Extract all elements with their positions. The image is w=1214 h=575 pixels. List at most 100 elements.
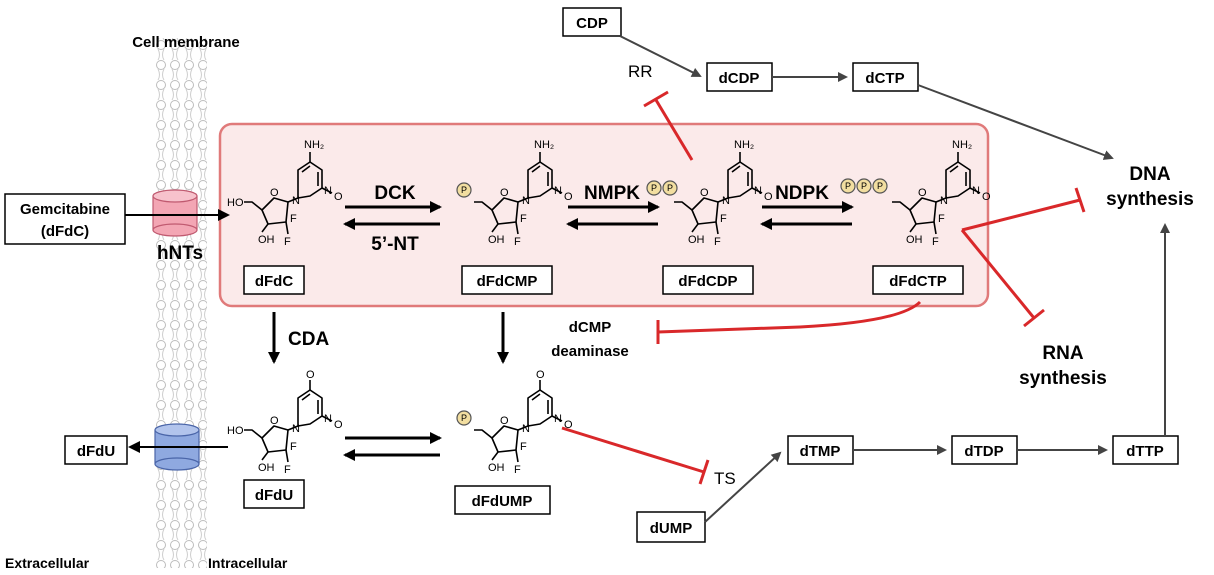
dfdu-outside-box — [64, 435, 128, 465]
dcdp-label: dCDP — [719, 70, 760, 87]
svg-text:O: O — [982, 191, 991, 203]
svg-text:HO: HO — [227, 425, 244, 437]
svg-text:P: P — [845, 181, 851, 191]
dttp-box — [1112, 435, 1179, 465]
gemcitabine-box — [4, 193, 126, 245]
dcmp-deaminase-inhibition — [656, 300, 922, 344]
svg-text:O: O — [564, 419, 573, 431]
dump-box — [636, 511, 706, 543]
svg-text:F: F — [514, 464, 521, 476]
dna-synthesis-inhibition — [961, 187, 1086, 232]
svg-text:O: O — [500, 415, 509, 427]
dfdu-outside-label: dFdU — [77, 443, 115, 460]
svg-text:N: N — [324, 413, 332, 425]
dfdctp-label: dFdCTP — [889, 273, 947, 290]
nt5-label: 5’-NT — [371, 234, 419, 255]
dttp-label: dTTP — [1126, 443, 1164, 460]
svg-text:P: P — [651, 183, 657, 193]
cdp-to-dcdp-arrow — [619, 35, 702, 77]
dctp-box — [852, 62, 919, 92]
intracellular-label: Intracellular — [208, 555, 288, 571]
dfdcmp-box — [461, 265, 553, 295]
svg-text:N: N — [972, 185, 980, 197]
cdp-label: CDP — [576, 15, 608, 32]
dump-label: dUMP — [650, 520, 693, 537]
svg-text:OH: OH — [488, 234, 505, 246]
dfdc-label: dFdC — [255, 273, 293, 290]
svg-text:N: N — [522, 423, 530, 435]
dfdc-box — [243, 265, 305, 295]
dfdu-structure: HO O OH F F N N O O — [227, 369, 343, 476]
svg-text:P: P — [461, 185, 467, 195]
svg-text:N: N — [554, 185, 562, 197]
dfdctp-structure: P P P O OH F F N N O NH₂ — [840, 139, 991, 248]
svg-text:N: N — [940, 195, 948, 207]
svg-text:P: P — [877, 181, 883, 191]
svg-text:O: O — [918, 187, 927, 199]
transporter-label: hNTs — [157, 243, 203, 264]
svg-text:F: F — [520, 441, 527, 453]
svg-text:N: N — [324, 185, 332, 197]
svg-text:O: O — [700, 187, 709, 199]
svg-text:O: O — [764, 191, 773, 203]
dck-label: DCK — [374, 183, 415, 204]
dctp-label: dCTP — [865, 70, 904, 87]
dna-synthesis-label-2: synthesis — [1106, 189, 1194, 210]
dctp-to-dna-arrow — [917, 84, 1114, 160]
svg-text:F: F — [720, 213, 727, 225]
gemcitabine-abbrev: (dFdC) — [41, 223, 89, 240]
svg-text:N: N — [754, 185, 762, 197]
svg-text:F: F — [284, 464, 291, 476]
svg-text:NH₂: NH₂ — [304, 139, 324, 151]
dtmp-label: dTMP — [800, 443, 841, 460]
cell-membrane-label: Cell membrane — [132, 34, 240, 51]
svg-text:OH: OH — [906, 234, 923, 246]
svg-text:O: O — [536, 369, 545, 381]
dna-synthesis-label-1: DNA — [1129, 164, 1170, 185]
dfdctp-box — [872, 265, 964, 295]
svg-text:N: N — [292, 423, 300, 435]
cdp-box — [562, 7, 622, 37]
svg-text:F: F — [938, 213, 945, 225]
dfdcdp-box — [662, 265, 754, 295]
dump-to-dtmp-arrow — [704, 451, 782, 523]
svg-text:F: F — [290, 213, 297, 225]
svg-text:HO: HO — [227, 197, 244, 209]
dfdu-inside-box — [243, 479, 305, 509]
dfdu-inside-label: dFdU — [255, 487, 293, 504]
dcmp-deaminase-label-2: deaminase — [551, 343, 629, 360]
svg-text:F: F — [284, 236, 291, 248]
svg-text:NH₂: NH₂ — [952, 139, 972, 151]
extracellular-label: Extracellular — [5, 555, 90, 571]
dtmp-box — [787, 435, 854, 465]
dcmp-deaminase-label-1: dCMP — [569, 319, 612, 336]
svg-text:OH: OH — [258, 462, 275, 474]
dfdump-box — [454, 485, 551, 515]
svg-text:OH: OH — [688, 234, 705, 246]
svg-text:O: O — [270, 415, 279, 427]
svg-text:O: O — [334, 419, 343, 431]
svg-text:O: O — [500, 187, 509, 199]
svg-text:N: N — [292, 195, 300, 207]
cda-label: CDA — [288, 329, 329, 350]
svg-text:O: O — [564, 191, 573, 203]
svg-text:F: F — [514, 236, 521, 248]
nmpk-label: NMPK — [584, 183, 640, 204]
dfdcmp-structure: P O OH F F N N O NH₂ — [456, 139, 573, 248]
dfdump-label: dFdUMP — [472, 493, 533, 510]
dfdcdp-structure: P P O OH F F N N O NH₂ — [646, 139, 773, 248]
dfdump-structure: P O OH F F N N O O — [456, 369, 573, 476]
svg-text:F: F — [520, 213, 527, 225]
svg-text:F: F — [290, 441, 297, 453]
rr-label: RR — [628, 62, 653, 81]
cell-membrane — [152, 38, 207, 568]
svg-text:N: N — [554, 413, 562, 425]
svg-text:OH: OH — [258, 234, 275, 246]
svg-text:P: P — [861, 181, 867, 191]
rna-synthesis-inhibition — [960, 229, 1045, 328]
transporter-in — [152, 189, 198, 237]
ts-label: TS — [714, 469, 736, 488]
rna-synthesis-label-1: RNA — [1042, 343, 1083, 364]
rna-synthesis-label-2: synthesis — [1019, 368, 1107, 389]
